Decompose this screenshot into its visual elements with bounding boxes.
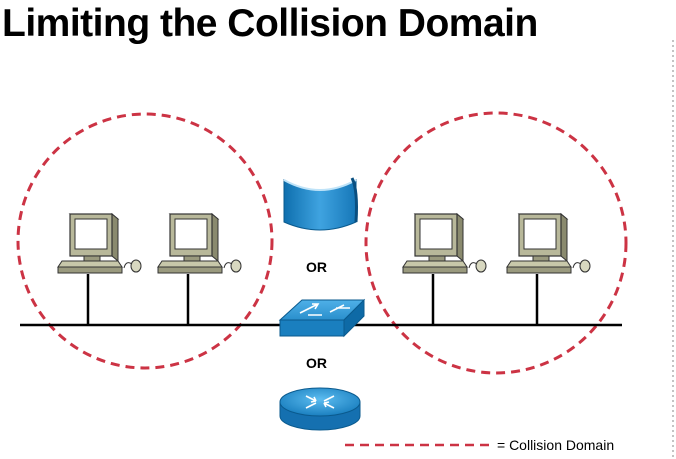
switch-icon (278, 298, 366, 338)
page-title: Limiting the Collision Domain (2, 2, 538, 45)
connector-or-label: OR (306, 355, 327, 371)
connector-or-label: OR (306, 259, 327, 275)
computer-icon (506, 213, 591, 274)
collision-domain-right (364, 111, 628, 375)
computer-icon (157, 213, 242, 274)
computer-icon (57, 213, 142, 274)
legend-label: = Collision Domain (497, 437, 614, 453)
router-icon (279, 387, 361, 431)
computer-icon (402, 213, 487, 274)
bridge-icon (283, 177, 358, 231)
collision-domain-left (16, 112, 274, 370)
